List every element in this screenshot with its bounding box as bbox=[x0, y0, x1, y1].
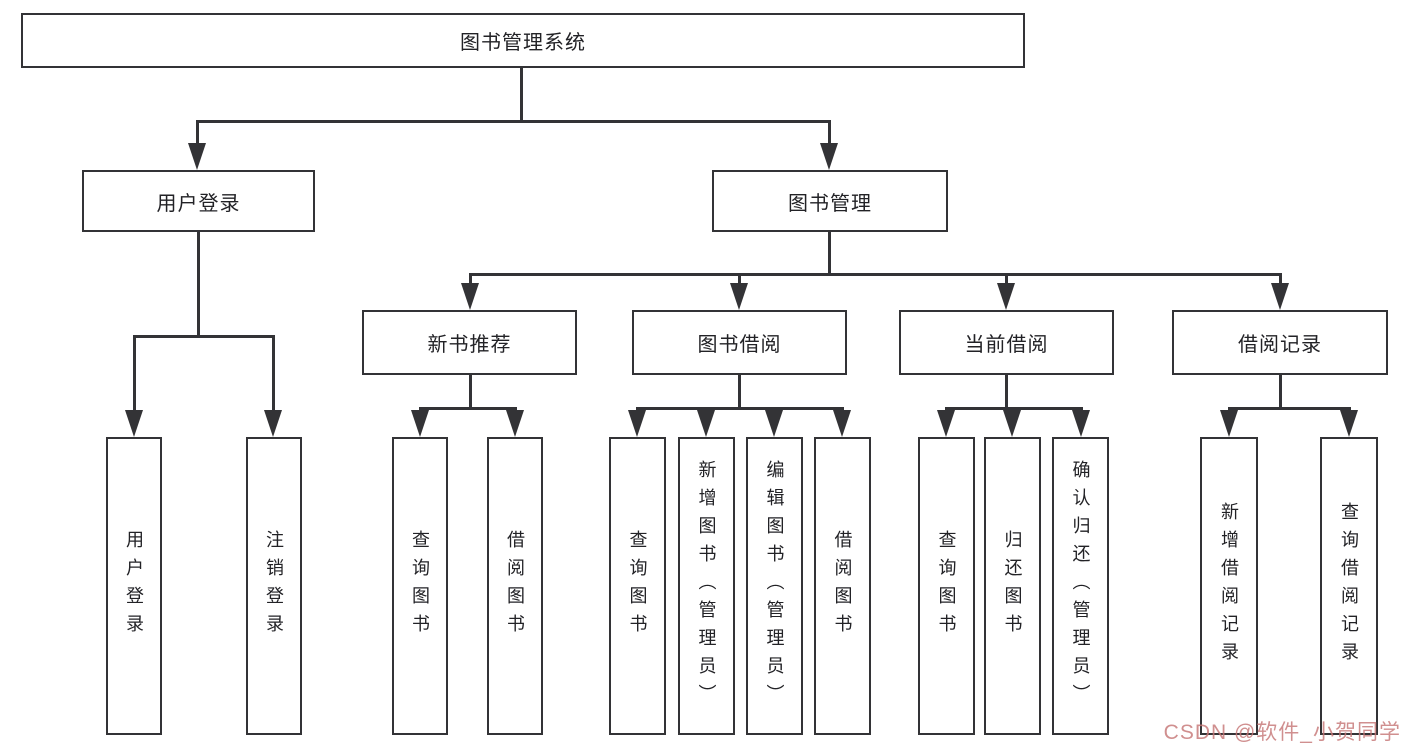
node-current-borrow: 当前借阅 bbox=[899, 310, 1114, 375]
node-user-login: 用户登录 bbox=[82, 170, 315, 232]
leaf-label: 编辑图书（管理员） bbox=[764, 460, 785, 712]
connector-line bbox=[196, 120, 830, 123]
connector-line bbox=[1005, 374, 1008, 409]
connector-line bbox=[738, 374, 741, 409]
arrow-down-icon bbox=[1072, 410, 1090, 437]
connector-line bbox=[469, 273, 472, 286]
connector-line bbox=[1005, 273, 1008, 286]
arrow-down-icon bbox=[820, 143, 838, 170]
node-label: 当前借阅 bbox=[964, 334, 1049, 356]
arrow-down-icon bbox=[833, 410, 851, 437]
arrow-down-icon bbox=[1271, 283, 1289, 310]
connector-line bbox=[945, 407, 1082, 410]
connector-line bbox=[419, 407, 516, 410]
leaf-add-borrow-record: 新增借阅记录 bbox=[1200, 437, 1258, 735]
leaf-label: 查询图书 bbox=[936, 530, 957, 642]
leaf-label: 查询图书 bbox=[410, 530, 430, 642]
leaf-return-book: 归还图书 bbox=[984, 437, 1041, 735]
arrow-down-icon bbox=[1340, 410, 1358, 437]
node-book-borrow: 图书借阅 bbox=[632, 310, 847, 375]
leaf-label: 新增图书（管理员） bbox=[696, 460, 717, 712]
connector-line bbox=[133, 335, 136, 412]
csdn-watermark: CSDN @软件_小贺同学 bbox=[1163, 721, 1401, 744]
leaf-logout: 注销登录 bbox=[246, 437, 302, 735]
arrow-down-icon bbox=[506, 410, 524, 437]
connector-line bbox=[636, 407, 844, 410]
arrow-down-icon bbox=[1220, 410, 1238, 437]
connector-line bbox=[469, 374, 472, 409]
connector-line bbox=[828, 231, 831, 275]
leaf-label: 归还图书 bbox=[1002, 530, 1023, 642]
leaf-borrow-books-recommend: 借阅图书 bbox=[487, 437, 543, 735]
connector-line bbox=[738, 273, 741, 286]
leaf-query-books-borrow: 查询图书 bbox=[609, 437, 666, 735]
arrow-down-icon bbox=[997, 283, 1015, 310]
node-label: 图书借阅 bbox=[697, 334, 782, 356]
leaf-confirm-return-admin: 确认归还（管理员） bbox=[1052, 437, 1109, 735]
leaf-query-borrow-record: 查询借阅记录 bbox=[1320, 437, 1378, 735]
arrow-down-icon bbox=[125, 410, 143, 437]
arrow-down-icon bbox=[461, 283, 479, 310]
leaf-label: 注销登录 bbox=[264, 530, 284, 642]
connector-line bbox=[196, 120, 199, 146]
node-label: 借阅记录 bbox=[1238, 334, 1322, 356]
connector-line bbox=[133, 335, 275, 338]
leaf-label: 查询图书 bbox=[627, 530, 648, 642]
leaf-label: 新增借阅记录 bbox=[1219, 502, 1239, 670]
connector-line bbox=[1279, 374, 1282, 409]
leaf-label: 确认归还（管理员） bbox=[1070, 460, 1091, 712]
leaf-user-login: 用户登录 bbox=[106, 437, 162, 735]
leaf-label: 借阅图书 bbox=[832, 530, 853, 642]
node-label: 新书推荐 bbox=[427, 334, 512, 356]
arrow-down-icon bbox=[628, 410, 646, 437]
arrow-down-icon bbox=[697, 410, 715, 437]
leaf-label: 用户登录 bbox=[124, 530, 144, 642]
connector-line bbox=[469, 273, 1281, 276]
arrow-down-icon bbox=[188, 143, 206, 170]
arrow-down-icon bbox=[765, 410, 783, 437]
node-label: 图书管理系统 bbox=[460, 32, 586, 54]
node-root-library-system: 图书管理系统 bbox=[21, 13, 1025, 68]
connector-line bbox=[520, 66, 523, 122]
leaf-label: 查询借阅记录 bbox=[1339, 502, 1359, 670]
leaf-query-books-recommend: 查询图书 bbox=[392, 437, 448, 735]
node-label: 用户登录 bbox=[156, 192, 241, 215]
node-new-book-recommend: 新书推荐 bbox=[362, 310, 577, 375]
leaf-edit-book-admin: 编辑图书（管理员） bbox=[746, 437, 803, 735]
connector-line bbox=[828, 120, 831, 146]
node-label: 图书管理 bbox=[788, 192, 872, 215]
connector-line bbox=[272, 335, 275, 412]
connector-line bbox=[1228, 407, 1350, 410]
arrow-down-icon bbox=[411, 410, 429, 437]
arrow-down-icon bbox=[730, 283, 748, 310]
connector-line bbox=[1279, 273, 1282, 286]
arrow-down-icon bbox=[1003, 410, 1021, 437]
node-borrow-records: 借阅记录 bbox=[1172, 310, 1388, 375]
connector-line bbox=[197, 231, 200, 337]
leaf-label: 借阅图书 bbox=[505, 530, 525, 642]
arrow-down-icon bbox=[937, 410, 955, 437]
node-book-management: 图书管理 bbox=[712, 170, 948, 232]
leaf-borrow-books: 借阅图书 bbox=[814, 437, 871, 735]
leaf-query-books-current: 查询图书 bbox=[918, 437, 975, 735]
leaf-add-book-admin: 新增图书（管理员） bbox=[678, 437, 735, 735]
arrow-down-icon bbox=[264, 410, 282, 437]
